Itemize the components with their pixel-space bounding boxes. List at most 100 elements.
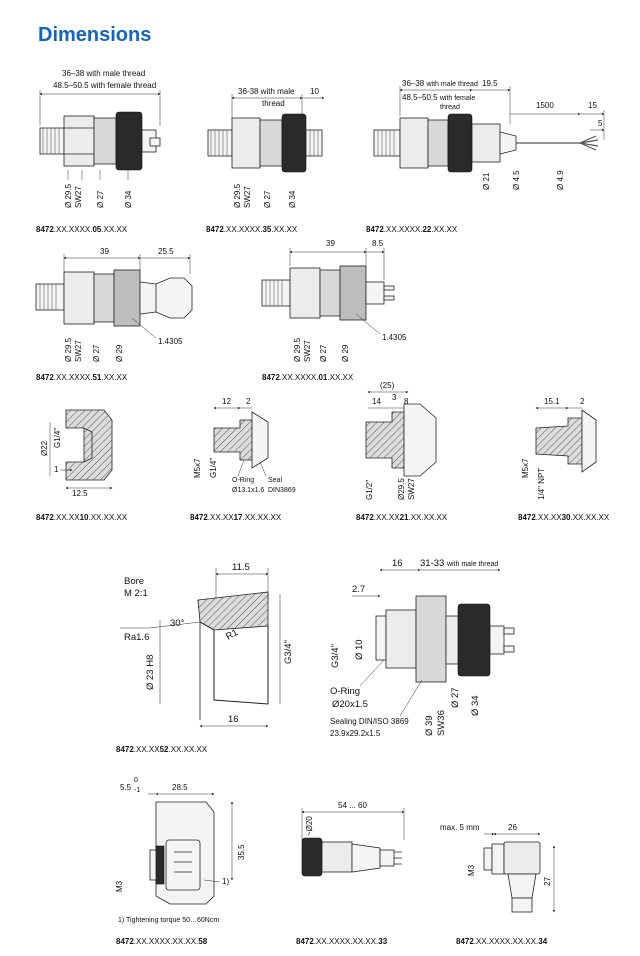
- drawing-33: 54 ... 60 ~Ø20 8472.XX.XXXX.XX.XX.33: [296, 801, 405, 946]
- diameter-label: Ø 29.5: [293, 337, 302, 362]
- drawing-51: 39 25.5 1.4305 Ø 29.5 SW27 Ø 27 Ø 29 847…: [35, 247, 193, 382]
- part-number: 8472.XX.XX10.XX.XX.XX: [36, 513, 128, 522]
- dim-top-label: 36–38 with male thread: [62, 69, 145, 78]
- radius-label: R1: [224, 627, 240, 643]
- drawing-21: (25) 14 3 8 G1/2" Ø29.5 SW27 8472.XX.XX2…: [356, 381, 448, 522]
- part-number: 8472.XX.XXXX.XX.XX.33: [296, 937, 388, 946]
- drawing-22: 36–38 with male thread 19.5 48.5–50.5 wi…: [366, 79, 605, 234]
- diameter-label: ~Ø20: [305, 816, 314, 836]
- dim-label: 39: [326, 239, 335, 248]
- drawing-35: 36-38 with male thread 10 Ø 29.5 SW27 Ø …: [206, 87, 325, 234]
- part-number: 8472.XX.XX17.XX.XX.XX: [190, 513, 282, 522]
- oring-label: O-Ring: [232, 477, 254, 484]
- thread-label: G1/4": [209, 458, 218, 478]
- dim-top-label: 48.5–50.5 with female thread: [53, 81, 156, 90]
- dim-label: 19.5: [482, 79, 498, 88]
- drawing-52-bore-detail: Bore M 2:1 11.5 Ra1.6 30° R1 Ø 23 H8 G3/…: [120, 562, 294, 728]
- wrench-size-label: SW36: [436, 710, 447, 736]
- diameter-label: Ø 27: [450, 687, 461, 708]
- wrench-size-label: SW27: [303, 340, 312, 362]
- wrench-size-label: SW27: [74, 340, 83, 362]
- dim-label: 8.5: [372, 239, 384, 248]
- diameter-label: Ø 39: [424, 715, 435, 736]
- diameter-label: Ø 29: [115, 344, 124, 362]
- thread-label: 1/4" NPT: [537, 468, 546, 500]
- dim-label: 8: [404, 397, 409, 406]
- dim-label: 39: [100, 247, 109, 256]
- diameter-label: Ø 34: [288, 190, 297, 208]
- diameter-label: Ø 23 H8: [145, 655, 156, 690]
- diameter-label: Ø 29.5: [233, 183, 242, 208]
- dim-top-label: thread: [440, 104, 460, 111]
- dim-label: 1: [54, 465, 59, 474]
- diameter-label: Ø 34: [124, 190, 133, 208]
- part-number: 8472.XX.XXXX.01.XX.XX: [262, 373, 354, 382]
- dim-label: 2: [580, 397, 585, 406]
- bore-label: Bore: [124, 576, 144, 587]
- part-number: 8472.XX.XXXX.XX.XX.58: [116, 937, 208, 946]
- dim-label: 16: [228, 714, 239, 725]
- diameter-label: Ø 4.9: [556, 170, 565, 190]
- dim-top-label: 36–38 with male thread: [402, 79, 478, 88]
- dim-label: 2: [246, 397, 251, 406]
- drawing-58: 5.5 0 -1 28.5 35.5 M3 1) 1) Tightening t…: [115, 777, 246, 946]
- oring-label: Ø20x1.5: [332, 699, 368, 710]
- diameter-label: Ø29.5: [397, 478, 406, 500]
- dim-label: 3: [392, 393, 397, 402]
- thread-label: G3/4": [330, 644, 341, 668]
- dim-label: 31-33 with male thread: [420, 558, 498, 569]
- dim-top-label: 48.5–50.5 with female: [402, 93, 475, 102]
- seal-label: 23.9x29.2x1.5: [330, 729, 381, 738]
- drawing-01: 39 8.5 1.4305 Ø 29.5 SW27 Ø 27 Ø 29 8472…: [261, 239, 407, 382]
- seal-label: Sealing DIN/ISO 3869: [330, 717, 409, 726]
- dim-top-label: thread: [262, 99, 285, 108]
- wrench-size-label: SW27: [74, 186, 83, 208]
- dim-label: 5.5: [120, 783, 132, 792]
- dim-label: 12: [222, 397, 231, 406]
- drawing-10: Ø22 G1/4" 1 12.5 8472.XX.XX10.XX.XX.XX: [36, 409, 128, 522]
- thread-label: G3/4": [283, 640, 294, 664]
- diameter-label: Ø 21: [482, 172, 491, 190]
- angle-label: 30°: [170, 618, 185, 629]
- dim-label: 15: [588, 101, 597, 110]
- dim-label: 10: [310, 87, 319, 96]
- thread-label: G1/2": [365, 480, 374, 500]
- dim-label: max. 5 mm: [440, 823, 480, 832]
- drawing-52-sensor: 16 31-33 with male thread 2.7 G3/4" Ø 10…: [116, 558, 515, 754]
- part-number: 8472.XX.XXXX.05.XX.XX: [36, 225, 128, 234]
- part-number: 8472.XX.XXXX.35.XX.XX: [206, 225, 298, 234]
- thread-label: M5x7: [193, 458, 202, 478]
- dim-label: 16: [392, 558, 403, 569]
- drawing-30: 15.1 2 M5x7 1/4" NPT 8472.XX.XX30.XX.XX.…: [518, 397, 610, 522]
- diameter-label: Ø 4.5: [512, 170, 521, 190]
- dim-top-label: 36-38 with male: [238, 87, 295, 96]
- part-number: 8472.XX.XXXX.22.XX.XX: [366, 225, 458, 234]
- diameter-label: Ø 10: [354, 639, 365, 660]
- page-title: Dimensions: [38, 24, 152, 46]
- material-label: 1.4305: [382, 333, 407, 342]
- part-number: 8472.XX.XX52.XX.XX.XX: [116, 745, 208, 754]
- bore-scale-label: M 2:1: [124, 588, 148, 599]
- diameter-label: Ø 29.5: [64, 337, 73, 362]
- tolerance-label: 0: [134, 777, 138, 784]
- dim-label: 25.5: [158, 247, 174, 256]
- diameter-label: Ø 27: [92, 344, 101, 362]
- diameter-label: Ø 29: [341, 344, 350, 362]
- footnote: 1) Tightening torque 50…60Ncm: [118, 917, 219, 924]
- thread-label: M3: [467, 864, 476, 876]
- drawing-17: 12 2 M5x7 G1/4" O-Ring Ø13.1x1.6 Seal DI…: [190, 397, 296, 522]
- oring-label: O-Ring: [330, 686, 360, 697]
- diameter-label: Ø 27: [319, 344, 328, 362]
- part-number: 8472.XX.XX30.XX.XX.XX: [518, 513, 610, 522]
- dim-label: (25): [380, 381, 395, 390]
- diameter-label: Ø 27: [96, 190, 105, 208]
- dim-label: 14: [372, 397, 381, 406]
- seal-label: Seal: [268, 477, 282, 484]
- wrench-size-label: SW27: [243, 186, 252, 208]
- dim-label: 5: [598, 119, 603, 128]
- dim-label: 54 ... 60: [338, 801, 367, 810]
- part-number: 8472.XX.XXXX.51.XX.XX: [36, 373, 128, 382]
- dim-label: 12.5: [72, 489, 88, 498]
- dim-label: 27: [543, 877, 552, 886]
